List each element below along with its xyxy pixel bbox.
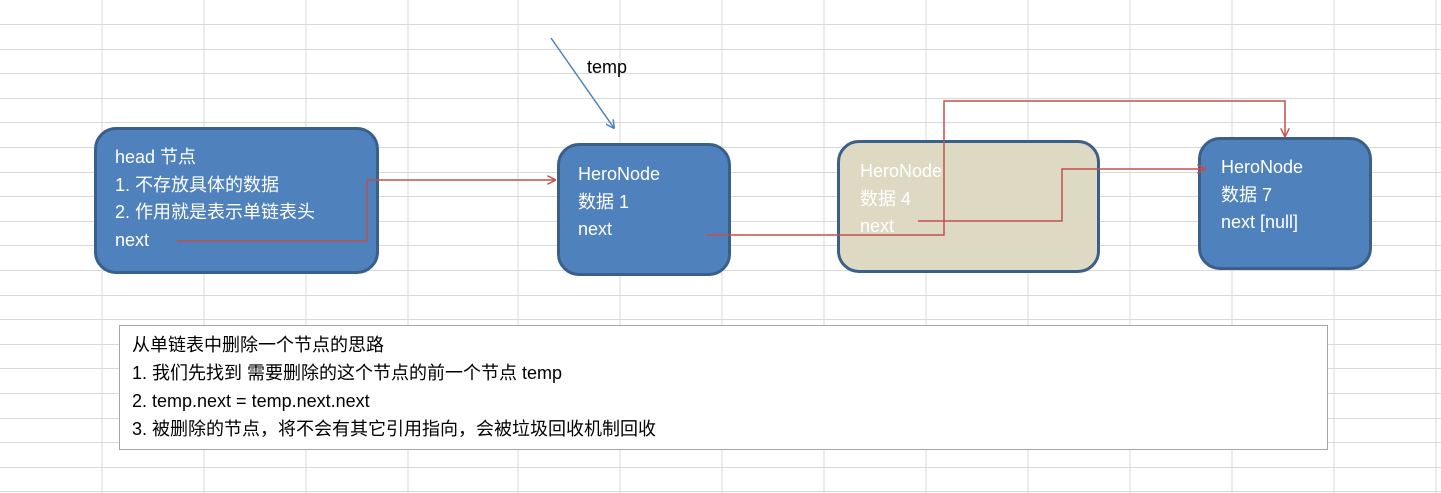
hero-node-7: HeroNode 数据 7 next [null] (1198, 137, 1372, 270)
hero-node-7-next: next [null] (1221, 212, 1299, 232)
hero-node-4-data: 数据 4 (860, 188, 912, 209)
hero-node-1-data: 数据 1 (578, 191, 630, 212)
head-node-title: head 节点 (115, 147, 197, 167)
head-node-note-1: 1. 不存放具体的数据 (115, 174, 280, 195)
head-node: head 节点 1. 不存放具体的数据 2. 作用就是表示单链表头 next (94, 127, 379, 274)
note-step-1: 1. 我们先找到 需要删除的这个节点的前一个节点 temp (132, 363, 563, 383)
hero-node-7-data: 数据 7 (1221, 184, 1273, 205)
hero-node-4-removed: HeroNode 数据 4 next (837, 140, 1100, 273)
deletion-steps-note: 从单链表中删除一个节点的思路 1. 我们先找到 需要删除的这个节点的前一个节点 … (119, 325, 1328, 450)
head-node-note-2: 2. 作用就是表示单链表头 (115, 202, 316, 222)
hero-node-1-type: HeroNode (578, 164, 661, 184)
hero-node-4-next: next (860, 216, 895, 236)
hero-node-4-type: HeroNode (860, 161, 943, 181)
temp-pointer-label: temp (587, 57, 628, 77)
hero-node-1-next: next (578, 219, 613, 239)
note-step-2: 2. temp.next = temp.next.next (132, 391, 370, 411)
hero-node-7-type: HeroNode (1221, 157, 1304, 177)
head-node-next: next (115, 229, 150, 250)
note-title: 从单链表中删除一个节点的思路 (132, 335, 384, 355)
hero-node-1: HeroNode 数据 1 next (557, 143, 731, 276)
note-step-3: 3. 被删除的节点，将不会有其它引用指向，会被垃圾回收机制回收 (132, 419, 657, 439)
